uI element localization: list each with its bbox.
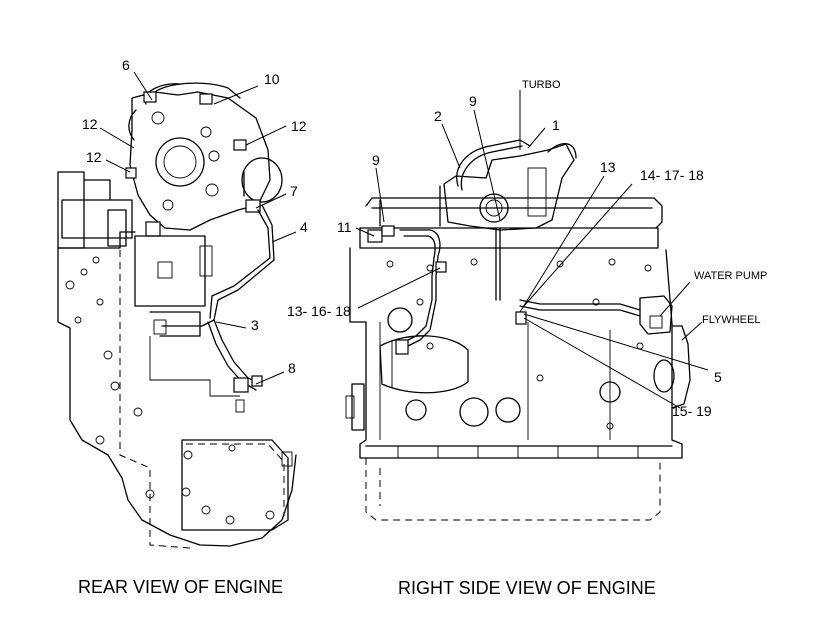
rear-view-leaders bbox=[99, 71, 297, 385]
callout-rear-12-right: 12 bbox=[291, 118, 307, 134]
callout-rear-4: 4 bbox=[300, 219, 308, 235]
callout-right-9-upper: 9 bbox=[469, 93, 477, 109]
callout-rear-6: 6 bbox=[122, 57, 130, 73]
callout-right-13-16-18: 13- 16- 18 bbox=[287, 303, 351, 319]
rear-view-drawing bbox=[57, 82, 297, 549]
callout-right-15-19: 15- 19 bbox=[672, 403, 712, 419]
right-view-drawing bbox=[345, 139, 691, 521]
callout-rear-10: 10 bbox=[264, 71, 280, 87]
caption-right-side-view: RIGHT SIDE VIEW OF ENGINE bbox=[398, 578, 656, 598]
label-water-pump: WATER PUMP bbox=[694, 270, 767, 282]
callout-rear-8: 8 bbox=[288, 360, 296, 376]
callout-right-14-17-18: 14- 17- 18 bbox=[640, 167, 704, 183]
right-view-leaders bbox=[355, 90, 709, 409]
callout-right-5: 5 bbox=[714, 369, 722, 385]
callout-right-2: 2 bbox=[434, 108, 442, 124]
callout-rear-7: 7 bbox=[290, 183, 298, 199]
callout-rear-12-upper-left: 12 bbox=[82, 116, 98, 132]
caption-rear-view: REAR VIEW OF ENGINE bbox=[78, 577, 283, 597]
callout-right-1: 1 bbox=[552, 117, 560, 133]
callout-rear-3: 3 bbox=[251, 317, 259, 333]
label-turbo: TURBO bbox=[522, 79, 561, 91]
callout-right-13: 13 bbox=[600, 159, 616, 175]
callout-right-11: 11 bbox=[337, 219, 352, 235]
callout-rear-12-lower-left: 12 bbox=[86, 149, 102, 165]
callout-right-9-left: 9 bbox=[372, 152, 380, 168]
label-flywheel: FLYWHEEL bbox=[702, 314, 760, 326]
